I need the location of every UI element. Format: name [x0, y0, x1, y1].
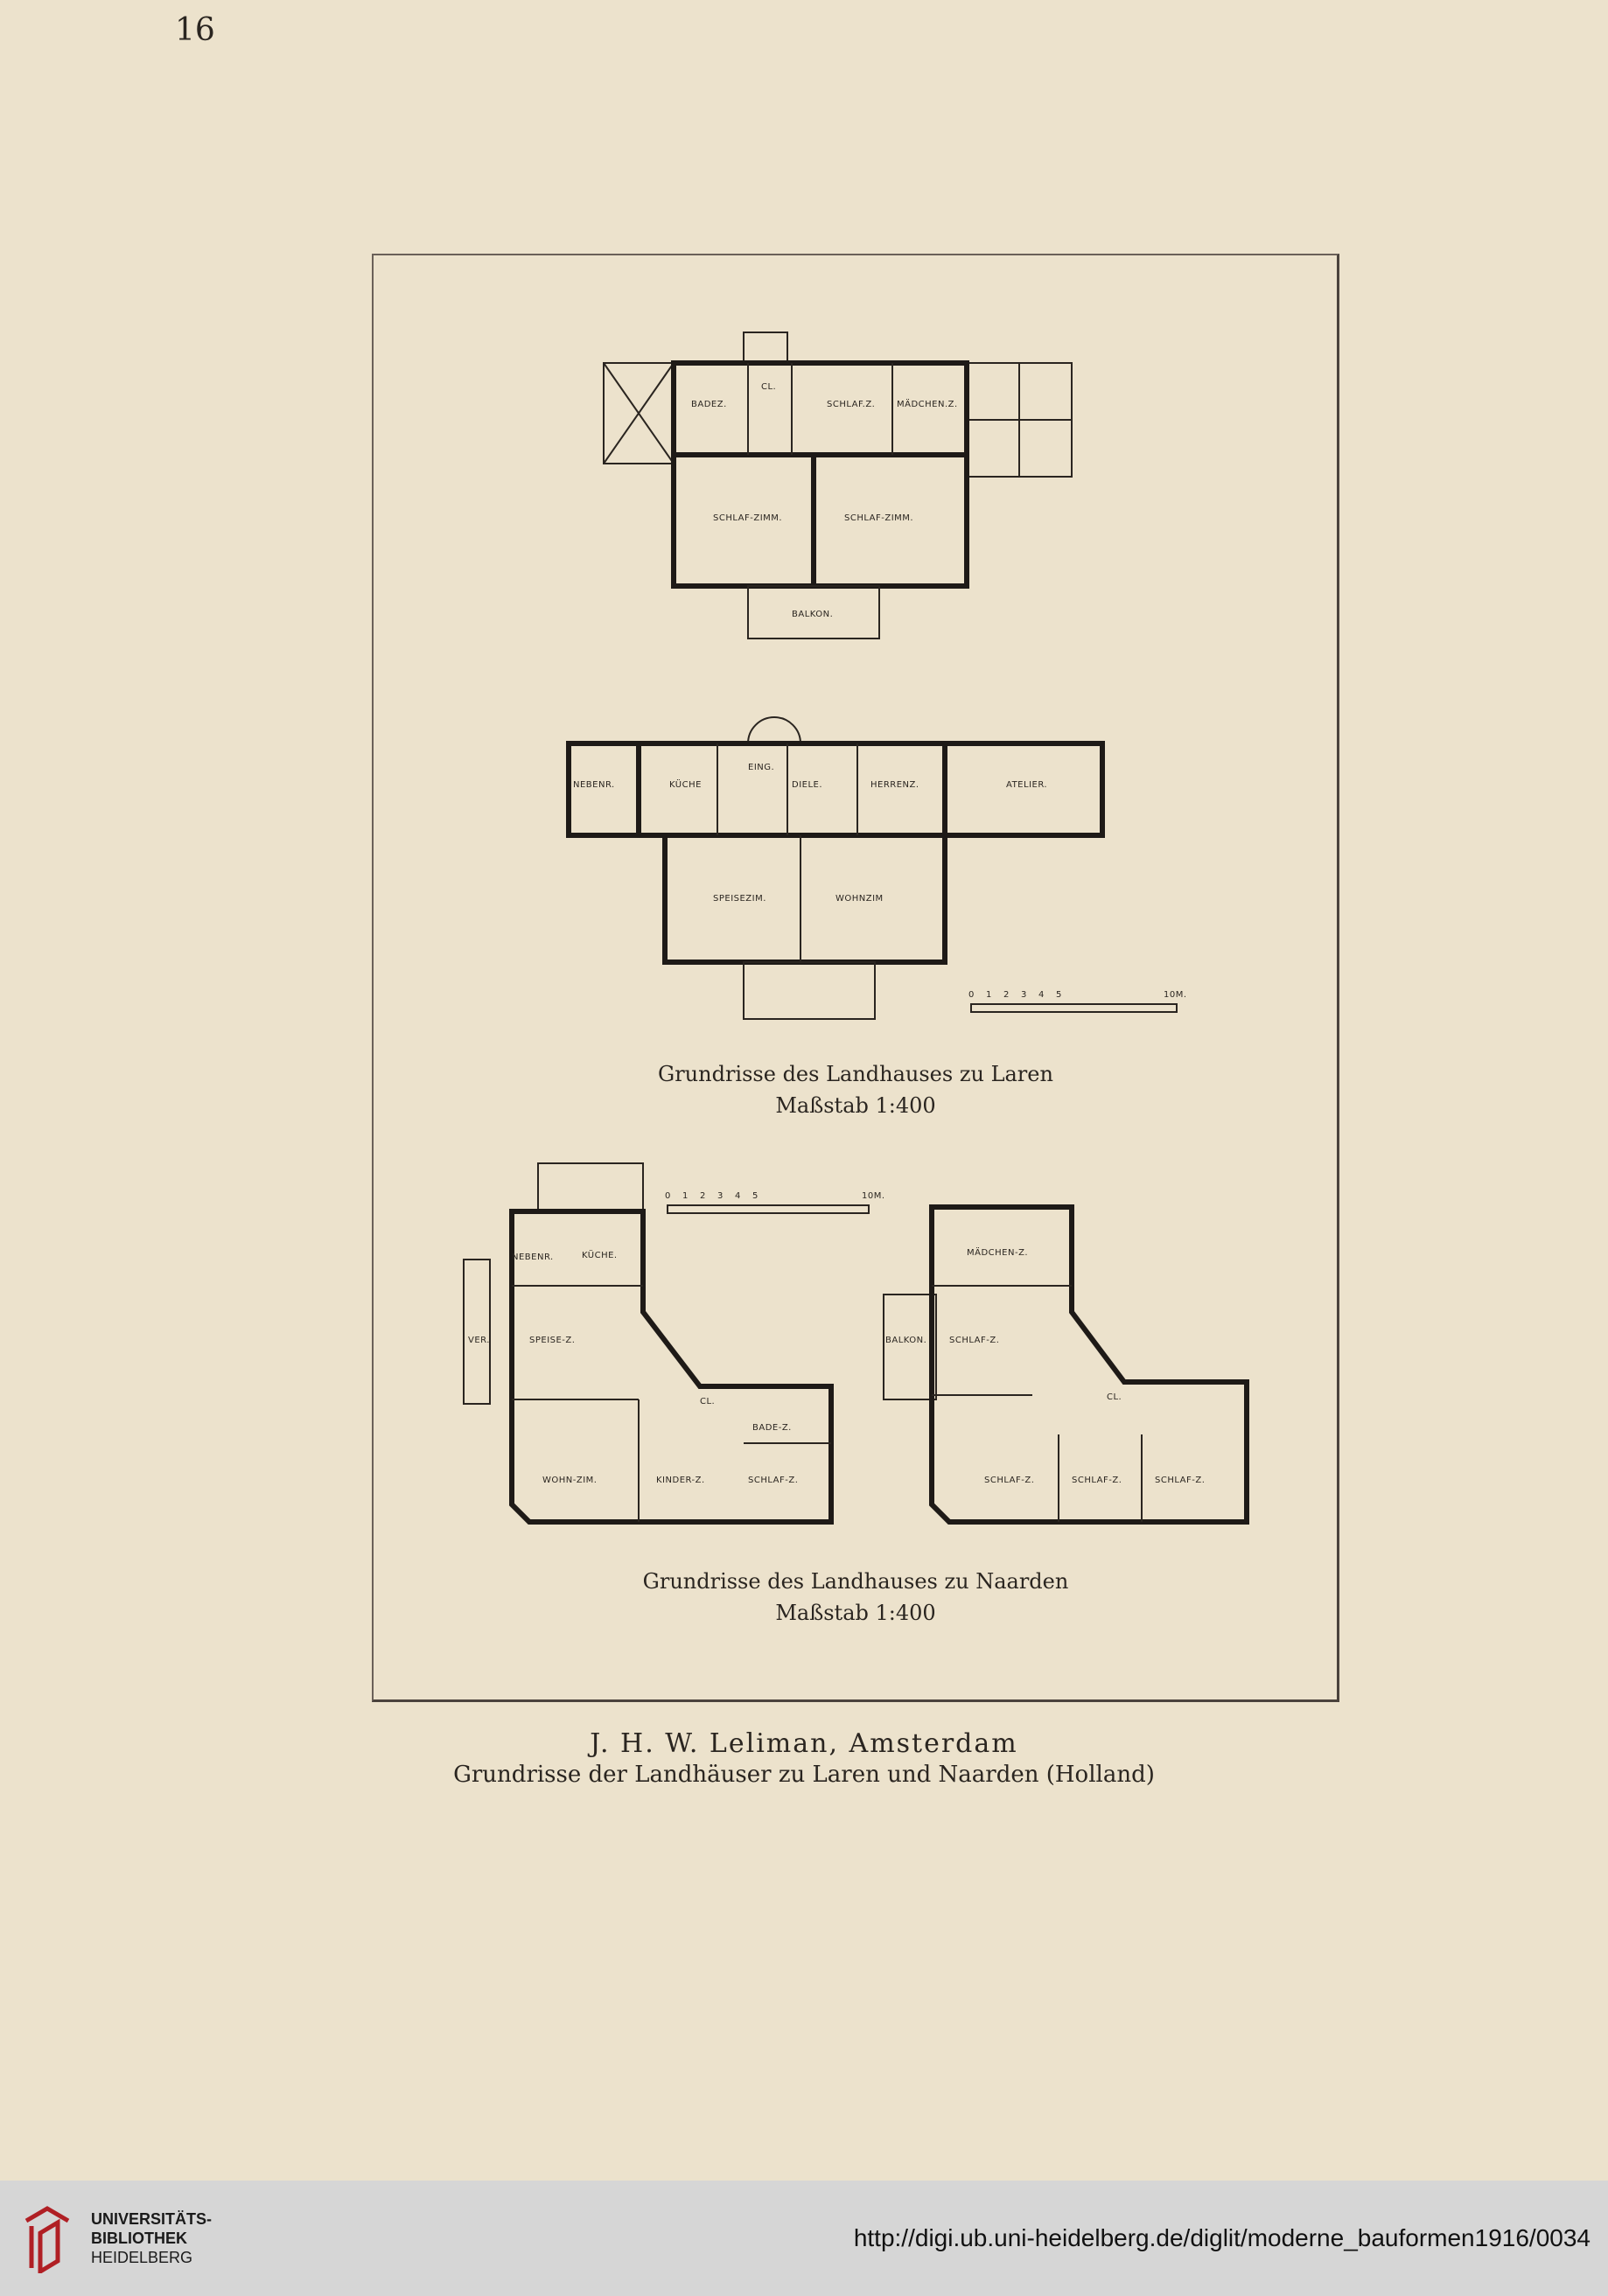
room-label: BADE-Z. [752, 1423, 792, 1433]
room-label: ATELIER. [1006, 780, 1047, 790]
scale-tick: 5 [1056, 990, 1062, 1000]
library-name-line1: UNIVERSITÄTS- [91, 2210, 213, 2228]
scale-tick: 4 [1038, 990, 1045, 1000]
room-label: SCHLAF-Z. [949, 1336, 999, 1345]
caption-laren-title: Grundrisse des Landhauses zu Laren [658, 1062, 1053, 1086]
room-label: SCHLAF-Z. [748, 1476, 798, 1485]
caption-naarden-scale: Maßstab 1:400 [775, 1601, 936, 1625]
viewer-footer: UNIVERSITÄTS- BIBLIOTHEK HEIDELBERG http… [0, 2181, 1608, 2296]
book-page: 16 BADEZ. CL. SCHLAF.Z. MÄDCHEN.Z. SCHLA… [175, 12, 1339, 1788]
room-label: NEBENR. [573, 780, 615, 790]
permalink-url[interactable]: http://digi.ub.uni-heidelberg.de/diglit/… [853, 2224, 1591, 2251]
room-label: MÄDCHEN-Z. [967, 1246, 1028, 1258]
scale-tick: 0 [665, 1191, 671, 1201]
balkon-outline [747, 585, 880, 639]
room-label: VER. [468, 1336, 490, 1345]
page-number: 16 [175, 12, 215, 48]
room-label: BALKON. [885, 1336, 926, 1345]
naarden-ground-outline [509, 1209, 834, 1525]
floor-plan-naarden-upper: MÄDCHEN-Z. BALKON. SCHLAF-Z. CL. SCHLAF-… [883, 1204, 1249, 1525]
atelier-block [942, 741, 1105, 838]
caption-naarden-title: Grundrisse des Landhauses zu Naarden [642, 1569, 1069, 1594]
room-label: WOHN-ZIM. [542, 1476, 597, 1485]
room-label: SCHLAF-ZIMM. [844, 513, 913, 523]
room-label: SCHLAF.Z. [827, 400, 875, 409]
roof-hatch-right [967, 363, 1072, 477]
room-label: SCHLAF-Z. [984, 1476, 1034, 1485]
room-label: SCHLAF-ZIMM. [713, 513, 782, 523]
scale-tick: 0 [968, 990, 975, 1000]
terrace-outline [743, 961, 876, 1020]
architect-credit: J. H. W. Leliman, Amsterdam [590, 1728, 1018, 1759]
scale-tick: 10M. [862, 1191, 885, 1201]
room-label: KÜCHE. [582, 1249, 618, 1260]
room-label: CL. [700, 1397, 715, 1406]
room-label: EING. [748, 763, 774, 772]
library-name-line2: BIBLIOTHEK [91, 2230, 187, 2247]
room-label: BALKON. [792, 610, 833, 619]
scale-tick: 2 [1003, 990, 1010, 1000]
upper-outline [671, 360, 969, 589]
plate-frame [372, 254, 1339, 1702]
library-name-line3: HEIDELBERG [91, 2249, 193, 2266]
balkon-outline [883, 1294, 937, 1400]
room-label: CL. [1107, 1392, 1122, 1402]
room-label: WOHNZIM [835, 894, 884, 904]
room-label: MÄDCHEN.Z. [897, 398, 958, 409]
scale-bar [970, 1003, 1178, 1013]
floor-plan-laren-upper: BADEZ. CL. SCHLAF.Z. MÄDCHEN.Z. SCHLAF-Z… [603, 331, 1073, 639]
pergola [537, 1162, 644, 1212]
room-label: KINDER-Z. [656, 1476, 705, 1485]
veranda-outline [463, 1259, 491, 1405]
scale-tick: 4 [735, 1191, 741, 1201]
scale-tick: 3 [717, 1191, 724, 1201]
room-label: CL. [761, 382, 776, 392]
scale-tick: 2 [700, 1191, 706, 1201]
floor-plan-naarden-ground: NEBENR. KÜCHE. VER. SPEISE-Z. CL. BADE-Z… [463, 1162, 885, 1525]
room-label: DIELE. [792, 780, 822, 790]
roof-hatch-left [603, 362, 675, 464]
scale-tick: 5 [752, 1191, 759, 1201]
scale-tick: 1 [682, 1191, 689, 1201]
scale-bar [667, 1204, 870, 1214]
room-label: SPEISE-Z. [529, 1336, 575, 1345]
ground-living-block [662, 833, 947, 965]
room-label: NEBENR. [512, 1253, 554, 1262]
scale-tick: 10M. [1164, 990, 1187, 1000]
room-label: SPEISEZIM. [713, 894, 766, 904]
scale-tick: 1 [986, 990, 992, 1000]
entrance-bay [747, 716, 801, 744]
room-label: SCHLAF-Z. [1155, 1476, 1205, 1485]
caption-laren-scale: Maßstab 1:400 [775, 1093, 936, 1118]
scale-tick: 3 [1021, 990, 1027, 1000]
library-logo-icon [24, 2206, 70, 2273]
room-label: KÜCHE [669, 778, 702, 790]
room-label: SCHLAF-Z. [1072, 1476, 1122, 1485]
naarden-upper-outline [929, 1204, 1249, 1525]
room-label: HERRENZ. [870, 780, 919, 790]
plate-subtitle: Grundrisse der Landhäuser zu Laren und N… [453, 1762, 1155, 1788]
floor-plan-laren-ground: NEBENR. KÜCHE EING. DIELE. HERRENZ. ATEL… [566, 716, 1187, 1020]
stair-landing [743, 331, 788, 364]
room-label: BADEZ. [691, 400, 727, 409]
